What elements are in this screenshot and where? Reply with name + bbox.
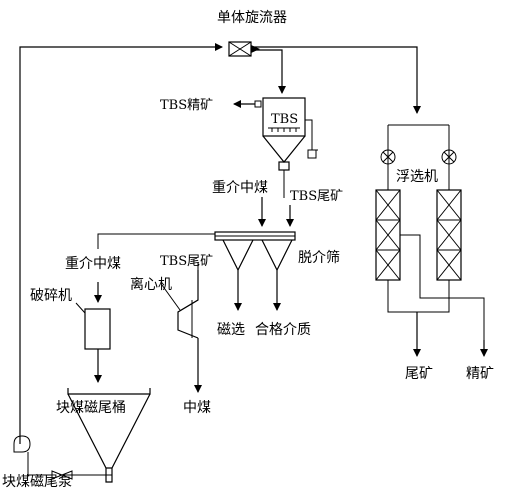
centrifuge-label: 离心机 bbox=[130, 276, 172, 293]
tbs-unit bbox=[254, 97, 318, 171]
centrifuge-unit bbox=[161, 270, 199, 339]
tail-pump bbox=[13, 435, 112, 480]
crusher-box bbox=[84, 308, 111, 350]
flotation-label: 浮选机 bbox=[396, 169, 438, 185]
middle-coal-label: 中煤 bbox=[183, 400, 211, 416]
dense-medium-coal-top-label: 重介中煤 bbox=[212, 180, 268, 196]
crusher-leader bbox=[75, 302, 86, 314]
tbs-tailings-mid-label: TBS尾矿 bbox=[160, 254, 213, 269]
tbs-tailings-top-label: TBS尾矿 bbox=[290, 189, 343, 204]
flotation-tailings-label: 尾矿 bbox=[405, 366, 433, 382]
block-coal-tail-pump-label: 块煤磁尾泵 bbox=[2, 474, 72, 490]
screen-to-crusher-top bbox=[97, 233, 215, 249]
pump-feed-line bbox=[19, 43, 223, 444]
crusher-label: 破碎机 bbox=[30, 288, 72, 304]
cyclone-to-tbs-line bbox=[251, 49, 286, 94]
tbs-concentrate-label: TBS精矿 bbox=[160, 98, 213, 113]
desliming-screen bbox=[214, 231, 296, 272]
dense-medium-coal-left-label: 重介中煤 bbox=[65, 256, 121, 272]
cyclone-unit bbox=[228, 41, 260, 57]
cyclone-to-flotation-line bbox=[251, 46, 421, 114]
cyclone-label: 单体旋流器 bbox=[217, 10, 287, 26]
qualified-medium-label: 合格介质 bbox=[255, 322, 311, 338]
tbs-unit-label: TBS bbox=[271, 112, 298, 127]
flotation-unit bbox=[375, 124, 485, 345]
block-coal-tail-bucket-label: 块煤磁尾桶 bbox=[56, 400, 126, 416]
desliming-screen-label: 脱介筛 bbox=[298, 250, 340, 266]
flotation-concentrate-label: 精矿 bbox=[466, 366, 494, 382]
magnetic-separation-label: 磁选 bbox=[217, 322, 245, 338]
